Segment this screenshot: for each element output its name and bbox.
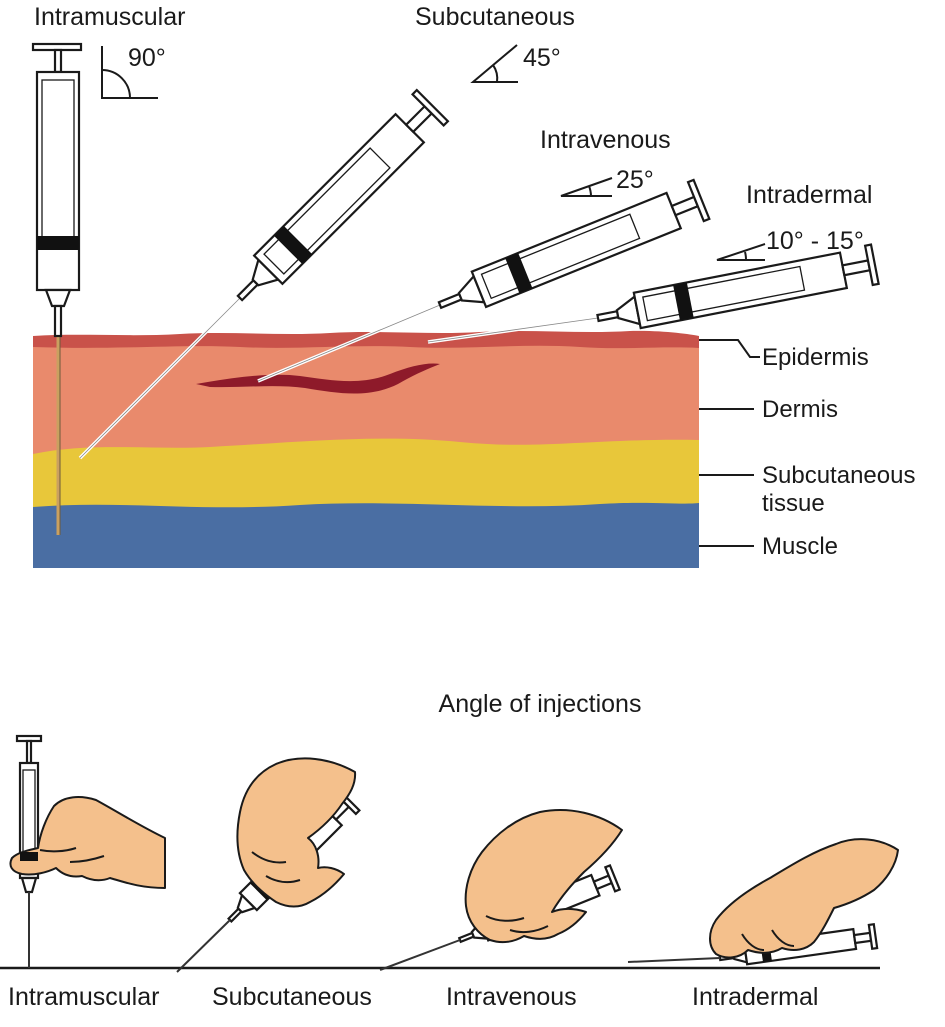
needle-intravenous	[257, 303, 441, 383]
angle-symbol-25	[560, 177, 613, 197]
muscle-layer	[33, 500, 699, 568]
vein	[196, 363, 440, 394]
angle-symbol-90	[101, 46, 158, 99]
epidermis-layer	[33, 330, 699, 349]
label-angle-10-15: 10° - 15°	[766, 227, 864, 255]
needle-intramuscular	[56, 300, 61, 535]
bottom-label-intravenous: Intravenous	[446, 983, 577, 1011]
label-subcutaneous-tissue-line1: Subcutaneous	[762, 462, 915, 489]
label-epidermis: Epidermis	[762, 344, 869, 371]
skin-cross-section	[33, 330, 699, 568]
label-subcutaneous: Subcutaneous	[415, 3, 575, 31]
hand-intramuscular	[9, 734, 166, 968]
bottom-label-subcutaneous: Subcutaneous	[212, 983, 372, 1011]
bottom-title: Angle of injections	[439, 690, 642, 718]
bottom-label-intradermal: Intradermal	[692, 983, 818, 1011]
label-angle-90: 90°	[128, 44, 166, 72]
label-intradermal: Intradermal	[746, 181, 872, 209]
angle-symbol-45	[470, 44, 518, 83]
syringe-intramuscular	[31, 42, 83, 338]
hand-intradermal	[627, 838, 899, 966]
label-intravenous: Intravenous	[540, 126, 671, 154]
dermis-layer	[33, 343, 699, 454]
hand-subcutaneous	[176, 757, 361, 973]
subcutaneous-layer	[33, 436, 699, 508]
label-angle-25: 25°	[616, 166, 654, 194]
bottom-label-intramuscular: Intramuscular	[8, 983, 159, 1011]
needle-intradermal	[427, 316, 599, 344]
label-muscle: Muscle	[762, 533, 838, 560]
syringe-subcutaneous	[236, 88, 450, 302]
needle-subcutaneous	[78, 296, 242, 460]
layer-leaders	[699, 339, 760, 547]
label-subcutaneous-tissue-line2: tissue	[762, 490, 825, 517]
label-angle-45: 45°	[523, 44, 561, 72]
label-intramuscular: Intramuscular	[34, 3, 185, 31]
label-dermis: Dermis	[762, 396, 838, 423]
hand-intravenous	[379, 809, 623, 971]
angle-symbol-10-15	[716, 243, 766, 261]
syringe-intradermal	[596, 243, 880, 330]
syringe-intravenous	[437, 178, 711, 310]
